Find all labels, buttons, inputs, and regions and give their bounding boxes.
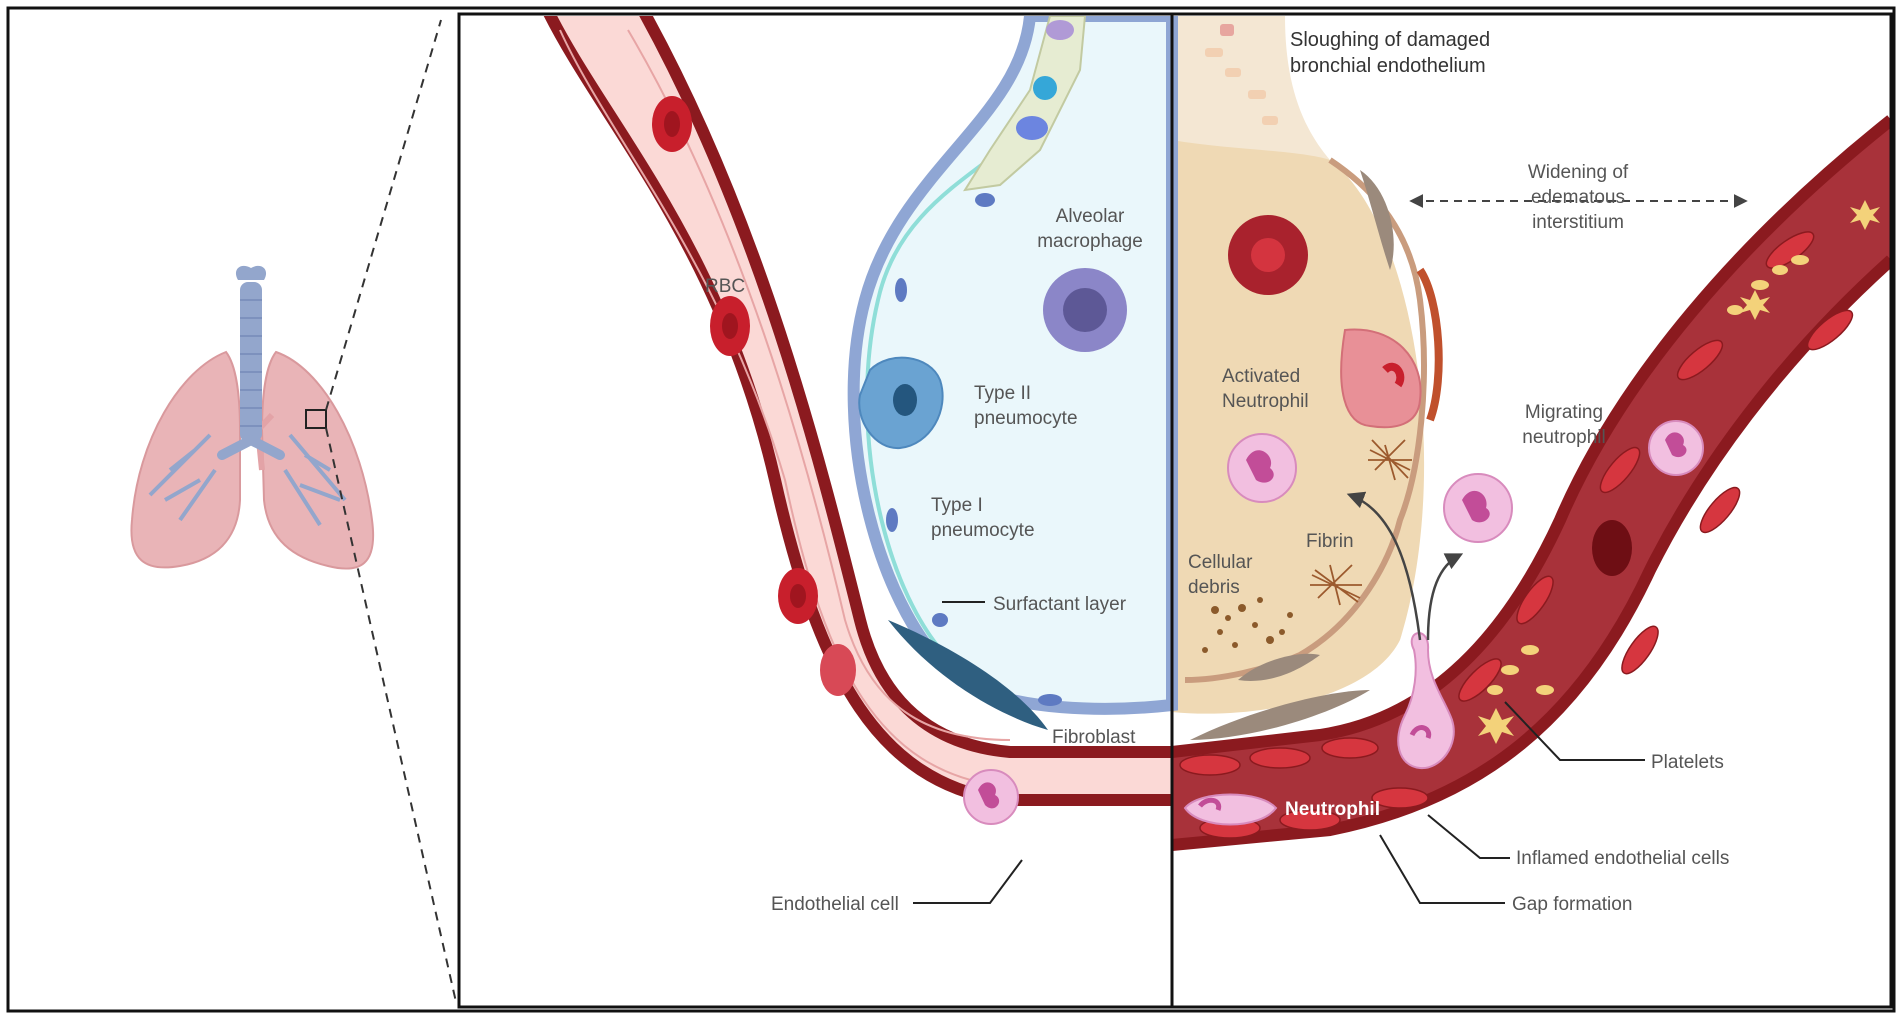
label-widening-2: edematous [1531, 187, 1625, 208]
fibroblast-icon [1190, 690, 1370, 740]
neutrophil-icon [1397, 632, 1455, 770]
fibrin-icon [1310, 439, 1412, 606]
label-activated-2: Neutrophil [1222, 391, 1309, 412]
damaged-cell-icon [1228, 215, 1422, 429]
healthy-vessel-wall-inner [639, 16, 1172, 758]
label-type1-2: pneumocyte [931, 520, 1035, 541]
zoom-line-top [325, 19, 442, 411]
label-inflamed: Inflamed endothelial cells [1516, 848, 1729, 869]
platelet-icon [1478, 200, 1880, 744]
type1-pneumocyte-nuclei [886, 193, 1062, 706]
label-surfactant: Surfactant layer [993, 594, 1127, 615]
endothelial-lining [559, 29, 1011, 787]
alveolus [847, 16, 1178, 715]
bronchial-epithelium [963, 16, 1087, 192]
zoom-region-marker [305, 409, 327, 429]
label-alveolar-1: Alveolar [1056, 206, 1125, 227]
detail-panel-frame [457, 12, 1893, 1009]
label-fibroblast: Fibroblast [1052, 727, 1136, 748]
label-fibrin: Fibrin [1306, 531, 1354, 552]
label-widening-3: interstitium [1532, 212, 1624, 233]
neutrophil-icon [963, 769, 1019, 825]
label-type2-2: pneumocyte [974, 408, 1078, 429]
label-cellular-2: debris [1188, 577, 1240, 598]
sloughed-cells [1205, 24, 1278, 125]
type2-pneumocyte-icon [858, 356, 944, 450]
migration-arrow-right [1426, 553, 1464, 641]
label-type2-1: Type II [974, 383, 1031, 404]
label-sloughing-2: bronchial endothelium [1290, 55, 1486, 77]
label-rbc: RBC [705, 276, 745, 297]
inflamed-vessel-wall-lower [1171, 255, 1891, 851]
inflamed-endothelial-cells [1179, 231, 1854, 839]
surfactant-layer [865, 118, 1037, 678]
rbc-icon [1592, 520, 1632, 576]
healthy-vessel-wall-outer [543, 16, 1172, 806]
label-sloughing-1: Sloughing of damaged [1290, 29, 1490, 51]
label-migrating-1: Migrating [1525, 402, 1603, 423]
label-cellular-1: Cellular [1188, 552, 1253, 573]
macrophage-icon [1043, 268, 1127, 352]
label-migrating-2: neutrophil [1522, 427, 1605, 448]
neutrophil-icon [1227, 433, 1513, 543]
healthy-vessel-lumen [550, 16, 1172, 800]
fibroblast-icon [888, 620, 1048, 730]
label-gap: Gap formation [1512, 894, 1632, 915]
label-type1-1: Type I [931, 495, 983, 516]
rbc-icon [652, 96, 856, 696]
label-alveolar-2: macrophage [1037, 231, 1143, 252]
edematous-interstitium [1172, 16, 1425, 714]
label-neutrophil: Neutrophil [1285, 799, 1380, 820]
detail-panel [543, 16, 1891, 851]
label-widening-1: Widening of [1528, 162, 1629, 183]
cellular-debris [1202, 597, 1293, 653]
trachea-icon [217, 265, 285, 460]
label-platelets: Platelets [1651, 752, 1724, 773]
interstitial-cells [1184, 157, 1443, 740]
leader-lines [913, 601, 1645, 904]
neutrophil-icon [1183, 420, 1704, 826]
label-endothelial: Endothelial cell [771, 894, 899, 915]
label-activated-1: Activated [1222, 366, 1300, 387]
migration-arrow-left [1346, 491, 1422, 641]
inflamed-vessel-lumen [1172, 120, 1891, 845]
zoom-line-bottom [325, 427, 457, 1003]
